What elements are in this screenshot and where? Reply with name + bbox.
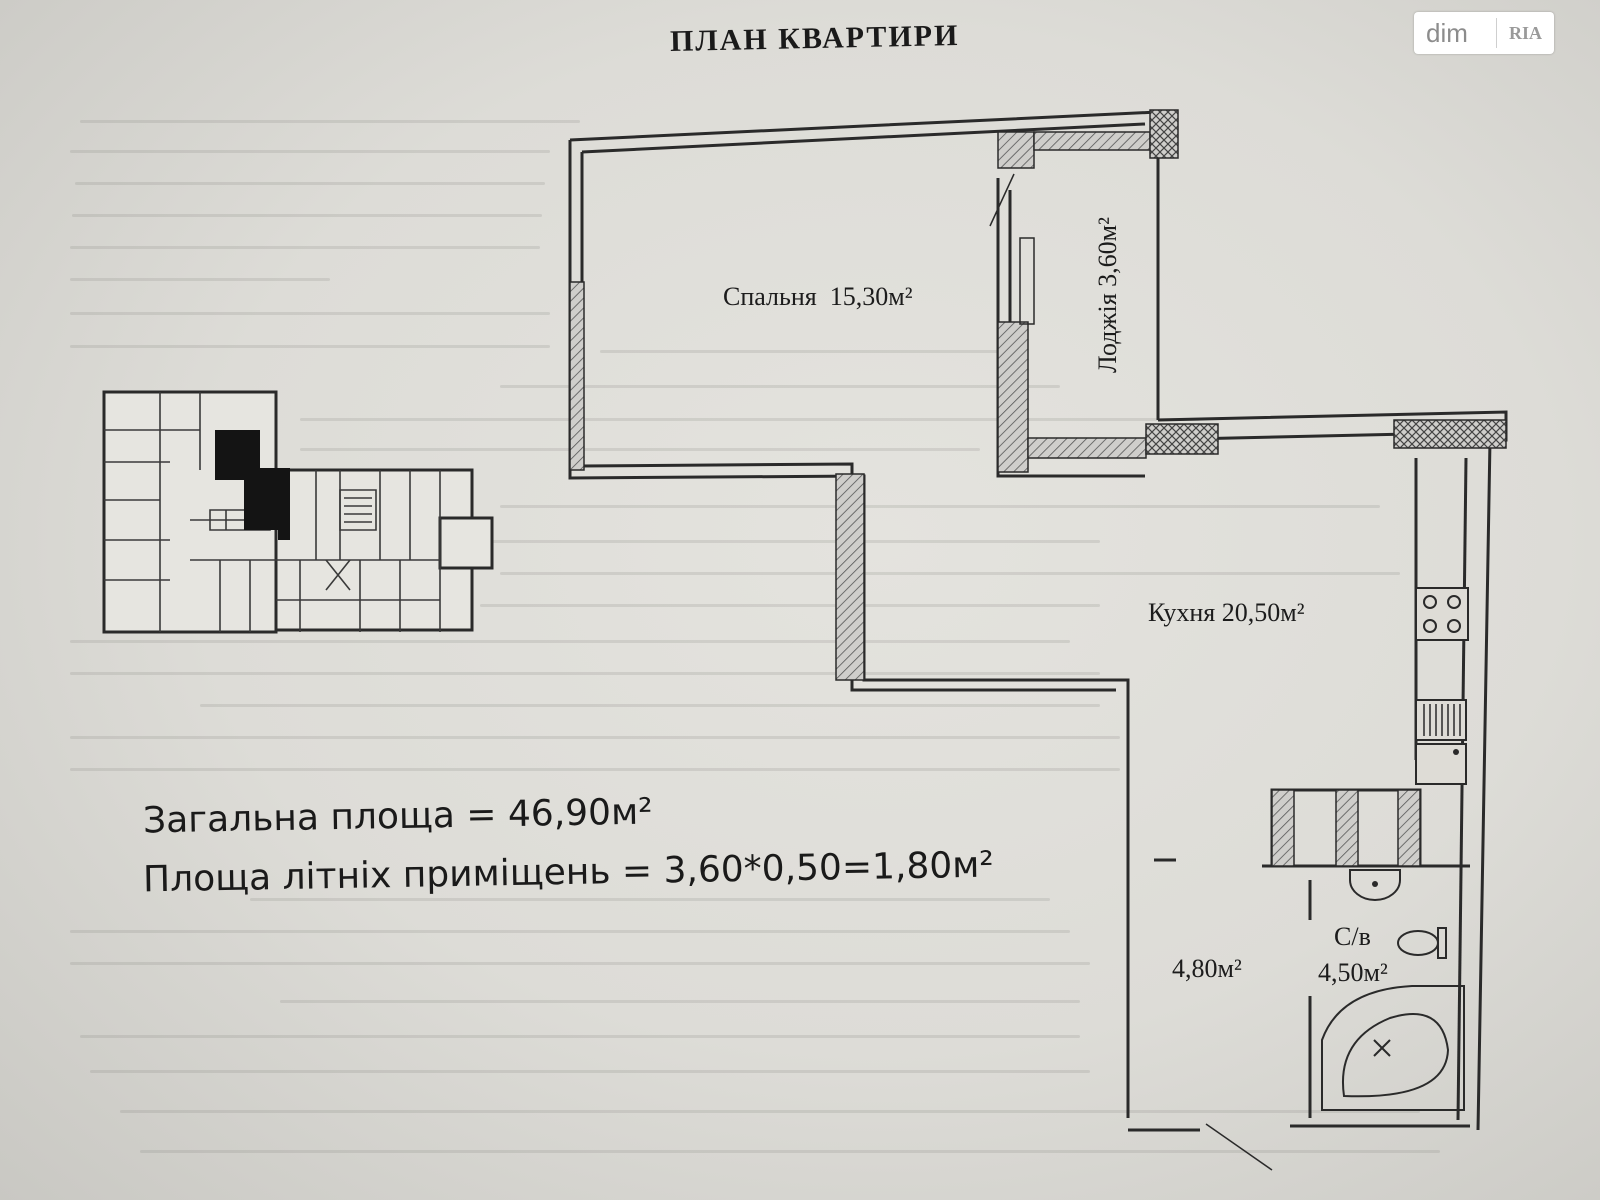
wall-hatch xyxy=(1397,789,1421,867)
wall-hatch xyxy=(1027,437,1147,459)
ghost-text-line xyxy=(250,898,1050,901)
ghost-text-line xyxy=(70,312,550,315)
wall-hatch xyxy=(1335,789,1359,867)
bathtub-icon xyxy=(1321,985,1465,1111)
wall-hatch xyxy=(1033,131,1151,151)
ghost-text-line xyxy=(80,120,580,123)
ghost-text-line xyxy=(300,418,1200,421)
wall-hatch xyxy=(997,131,1035,169)
ghost-text-line xyxy=(480,540,1100,543)
ghost-text-line xyxy=(500,572,1400,575)
ghost-text-line xyxy=(70,278,330,281)
ghost-text-line xyxy=(200,704,1100,707)
oven-icon xyxy=(1415,699,1467,741)
wall-hatch xyxy=(569,281,585,471)
ghost-text-line xyxy=(90,1070,1090,1073)
logo-ria-text: RIA xyxy=(1496,18,1542,48)
loggia-door-swing xyxy=(989,173,1015,227)
loggia-window xyxy=(1019,237,1035,325)
dim-ria-logo[interactable]: dim RIA xyxy=(1414,12,1554,54)
ghost-text-line xyxy=(75,182,545,185)
ghost-text-line xyxy=(70,736,1120,739)
logo-dim-text: dim xyxy=(1426,17,1468,48)
ghost-text-line xyxy=(120,1110,1420,1113)
ghost-text-line xyxy=(70,345,550,348)
ghost-text-line xyxy=(300,448,980,451)
ghost-text-line xyxy=(280,1000,1080,1003)
kitchen-inner-east xyxy=(1456,457,1468,1121)
window-sill xyxy=(1145,423,1219,455)
key-floor-plan xyxy=(102,390,494,634)
toilet-icon xyxy=(1397,927,1447,959)
ghost-text-line xyxy=(70,930,1070,933)
ghost-text-line xyxy=(70,768,1120,771)
bedroom-outer-wall xyxy=(569,110,1160,420)
loggia-partition xyxy=(996,178,1145,478)
wall-hatch xyxy=(1271,789,1295,867)
ghost-text-line xyxy=(70,246,540,249)
ghost-text-line xyxy=(80,1035,1080,1038)
ghost-text-line xyxy=(600,350,1000,353)
ghost-text-line xyxy=(500,505,1380,508)
sink-icon xyxy=(1415,743,1467,785)
walls xyxy=(568,110,1508,1171)
bedroom-area: 15,30м² xyxy=(829,282,913,311)
ghost-text-line xyxy=(72,214,542,217)
bedroom-inner-wall xyxy=(581,122,1146,154)
kitchen-label: Кухня 20,50м² xyxy=(1148,598,1305,627)
stove-icon xyxy=(1415,587,1469,641)
entrance-door-swing xyxy=(1205,1123,1273,1171)
ghost-text-line xyxy=(500,385,1060,388)
ghost-text-line xyxy=(70,962,1090,965)
ghost-text-line xyxy=(70,150,550,153)
bedroom-label: Спальня 15,30м² xyxy=(723,282,912,312)
loggia-label: Лоджія 3,60м² xyxy=(1092,217,1122,373)
ghost-text-line xyxy=(70,640,1070,643)
ghost-text-line xyxy=(480,604,1100,607)
window-sill xyxy=(1393,419,1507,449)
key-plan-apartment-highlight xyxy=(215,430,290,540)
wall-hatch xyxy=(997,321,1029,473)
hallway-area-label: 4,80м² xyxy=(1172,954,1242,983)
ghost-text-line xyxy=(70,672,1100,675)
window-sill xyxy=(1149,109,1179,159)
bathroom-name-label: С/в xyxy=(1334,922,1371,951)
washbasin-icon xyxy=(1349,869,1401,901)
bedroom-name: Спальня xyxy=(723,282,817,311)
bathroom-area-label: 4,50м² xyxy=(1318,958,1388,987)
wall-hatch xyxy=(835,473,865,681)
ghost-text-line xyxy=(140,1150,1440,1153)
